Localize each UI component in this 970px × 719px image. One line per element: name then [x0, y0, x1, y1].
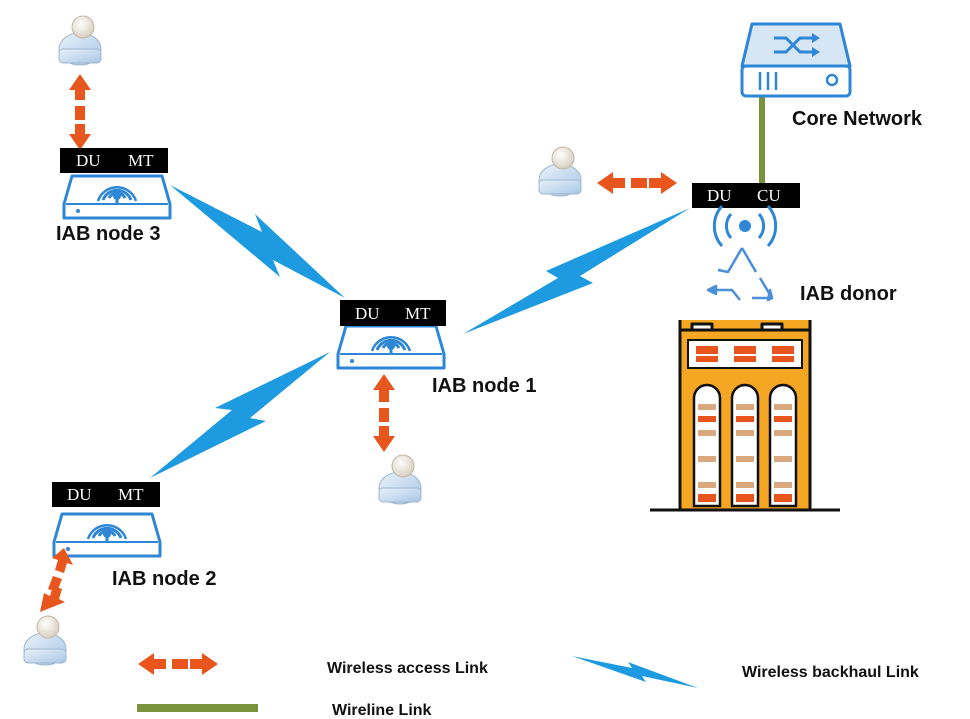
- node2-du-tag: DU: [67, 485, 92, 504]
- iab-node-1-label: IAB node 1: [432, 375, 536, 397]
- donor-antenna-icon: [712, 205, 778, 247]
- iab-donor-label: IAB donor: [800, 283, 897, 305]
- access-link-node1-user: [373, 374, 395, 452]
- node3-tag: DU MT: [60, 148, 168, 173]
- node3-user-icon: [58, 15, 102, 66]
- iab-node-3-label: IAB node 3: [56, 223, 160, 245]
- node1-mt-tag: MT: [405, 304, 431, 323]
- node2-mt-tag: MT: [118, 485, 144, 504]
- building-icon: [650, 320, 840, 512]
- access-link-donor-user: [597, 172, 677, 194]
- node1-tag: DU MT: [340, 300, 446, 326]
- legend-wireless-backhaul-label: Wireless backhaul Link: [742, 664, 919, 681]
- node2-user-icon: [23, 615, 67, 666]
- node2-router-icon: [52, 512, 162, 558]
- donor-cu-tag: CU: [757, 186, 781, 205]
- backhaul-link-node1-donor: [463, 208, 690, 334]
- donor-du-tag: DU: [707, 186, 732, 205]
- core-network-switch: [740, 22, 852, 98]
- node3-mt-tag: MT: [128, 151, 154, 170]
- node1-user-icon: [378, 454, 422, 505]
- legend-wireless-access-label: Wireless access Link: [327, 660, 488, 677]
- backhaul-link-node2-node1: [150, 352, 330, 478]
- node1-router-icon: [336, 324, 446, 370]
- node3-router-icon: [62, 174, 172, 220]
- legend-wireline-label: Wireline Link: [332, 702, 432, 719]
- iab-donor-tag: DU CU: [692, 183, 800, 208]
- access-link-node2-user: [40, 548, 73, 612]
- legend-backhaul-bolt-icon: [572, 656, 698, 688]
- core-network-label: Core Network: [792, 108, 923, 130]
- access-link-node3-user: [69, 74, 91, 150]
- donor-recycle-icon: [706, 247, 774, 302]
- node1-du-tag: DU: [355, 304, 380, 323]
- backhaul-link-node3-node1: [170, 185, 345, 298]
- iab-node-2-label: IAB node 2: [112, 568, 216, 590]
- node2-tag: DU MT: [52, 482, 160, 507]
- shuffle-icon: [774, 33, 820, 57]
- node3-du-tag: DU: [76, 151, 101, 170]
- donor-user-icon: [538, 146, 582, 197]
